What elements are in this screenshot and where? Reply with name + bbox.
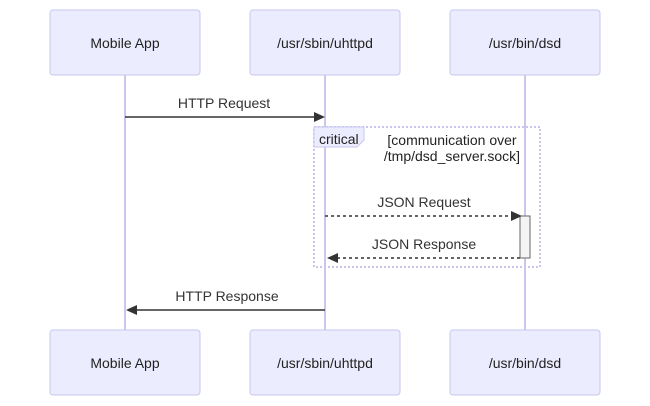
actor-uhttpd-top: /usr/sbin/uhttpd: [249, 9, 401, 76]
actor-label: /usr/sbin/uhttpd: [277, 35, 373, 51]
critical-label-tab: [313, 126, 365, 148]
message-json-response: JSON Response: [327, 236, 520, 263]
message-label: HTTP Response: [175, 288, 278, 304]
actor-label: Mobile App: [90, 35, 159, 51]
message-label: JSON Request: [377, 194, 470, 210]
actor-box: [249, 9, 401, 76]
actor-dsd-top: /usr/bin/dsd: [449, 9, 601, 76]
critical-frame-border: [313, 126, 541, 268]
arrowhead-icon: [327, 253, 338, 263]
actor-label: /usr/sbin/uhttpd: [277, 355, 373, 371]
actor-mobile-app-top: Mobile App: [49, 9, 201, 76]
critical-condition-line-2: /tmp/dsd_server.sock]: [384, 148, 520, 164]
actor-mobile-app-bottom: Mobile App: [49, 329, 201, 396]
actor-dsd-bottom: /usr/bin/dsd: [449, 329, 601, 396]
actor-uhttpd-bottom: /usr/sbin/uhttpd: [249, 329, 401, 396]
actor-label: /usr/bin/dsd: [489, 355, 561, 371]
arrowhead-icon: [314, 112, 325, 122]
arrowhead-icon: [511, 211, 522, 221]
critical-condition-line-1: [communication over: [387, 132, 517, 148]
critical-frame: critical [communication over /tmp/dsd_se…: [313, 126, 541, 268]
message-label: HTTP Request: [178, 95, 270, 111]
message-json-request: JSON Request: [325, 194, 522, 221]
actor-box: [449, 9, 601, 76]
actor-label: /usr/bin/dsd: [489, 35, 561, 51]
message-http-response: HTTP Response: [126, 288, 325, 315]
actor-box: [449, 329, 601, 396]
actor-box: [49, 9, 201, 76]
actor-label: Mobile App: [90, 355, 159, 371]
actor-box: [249, 329, 401, 396]
message-label: JSON Response: [372, 236, 476, 252]
arrowhead-icon: [126, 305, 137, 315]
actor-box: [49, 329, 201, 396]
message-http-request: HTTP Request: [125, 95, 325, 122]
activation-bar-dsd: [519, 215, 531, 259]
critical-label: critical: [319, 131, 359, 147]
